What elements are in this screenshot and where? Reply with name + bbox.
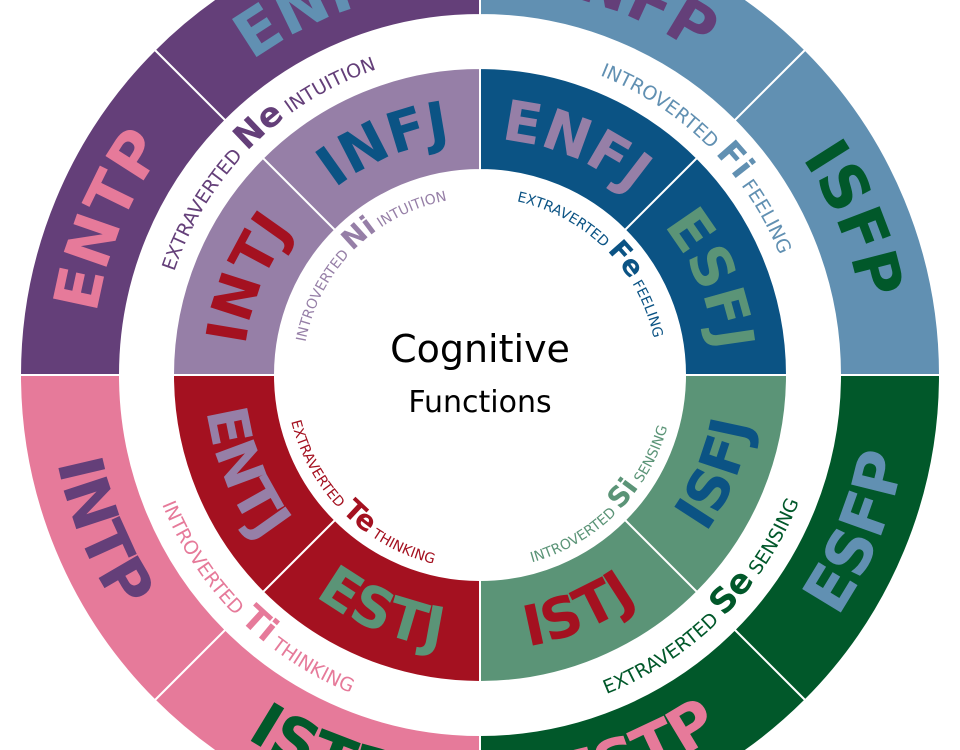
segment-fill bbox=[479, 628, 807, 750]
segment-fill bbox=[261, 66, 481, 232]
inner-segment-isfj: ISFJ bbox=[623, 374, 789, 594]
function-name: FEELING bbox=[626, 273, 665, 339]
inner-segment-estj: ESTJ bbox=[261, 518, 481, 684]
segment-fill bbox=[153, 0, 481, 122]
inner-segment-istj: ISTJ bbox=[479, 518, 699, 684]
title-line-1: Cognitive bbox=[390, 327, 570, 371]
outer-segment-esfp: ESFP bbox=[733, 374, 942, 702]
outer-ring: INFPISFPESFPESTPISTPINTPENTPENFP bbox=[18, 0, 942, 750]
title-line-2: Functions bbox=[408, 385, 551, 420]
center-title: Cognitive Functions bbox=[390, 327, 570, 420]
